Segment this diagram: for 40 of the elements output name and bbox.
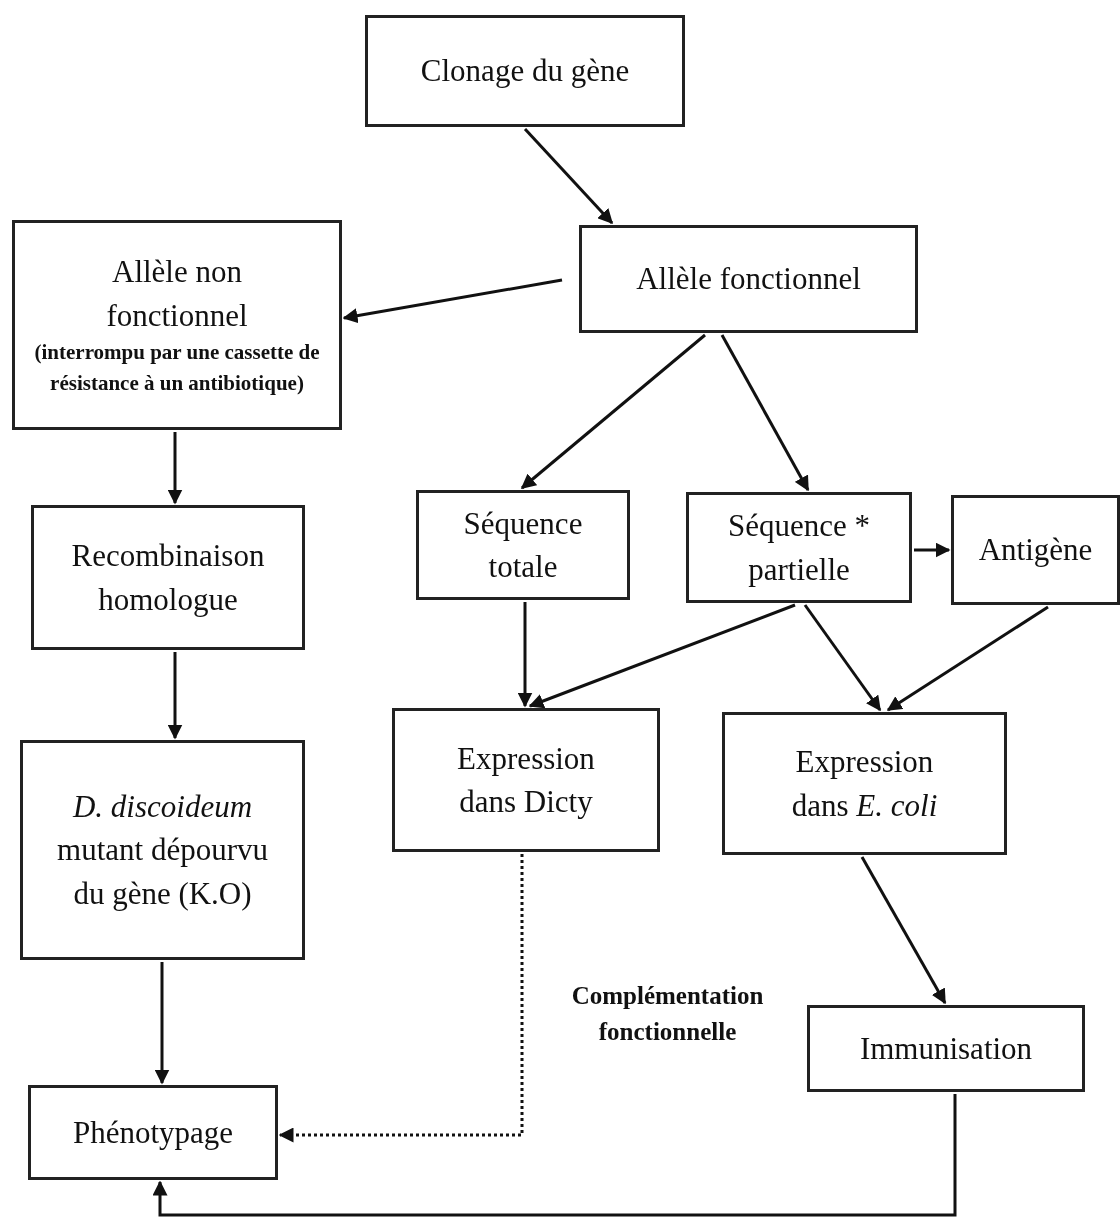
arrow	[167, 652, 183, 740]
box-label: Expression dans Dicty	[456, 739, 596, 821]
box-label: Clonage du gène	[420, 52, 630, 91]
box-label: Séquence * partielle	[727, 507, 871, 589]
arrow	[720, 334, 810, 492]
process-box	[579, 225, 918, 333]
process-box	[12, 220, 342, 430]
arrow	[154, 962, 170, 1085]
process-box	[365, 15, 685, 127]
arrow	[520, 333, 706, 490]
process-box	[686, 492, 912, 603]
process-box	[20, 740, 305, 960]
box-label: Antigène	[978, 531, 1093, 570]
process-box	[951, 495, 1120, 605]
arrow	[886, 605, 1049, 712]
box-label: Expression dans E. coli	[790, 743, 939, 825]
arrow	[914, 542, 951, 558]
box-label: D. discoideum mutant dépourvu du gène (K.O)	[56, 787, 269, 913]
process-box	[28, 1085, 278, 1180]
box-label: Allèle non fonctionnel	[105, 253, 249, 335]
arrow	[342, 278, 563, 324]
arrow	[803, 604, 882, 712]
arrow	[517, 602, 533, 708]
box-note: (interrompu par une cassette de résistance à un antibiotique)	[33, 338, 321, 398]
box-label: Phénotypage	[72, 1113, 234, 1152]
box-label: Allèle fonctionnel	[636, 260, 861, 299]
process-box	[392, 708, 660, 852]
arrow	[523, 128, 614, 225]
arrow	[152, 1094, 957, 1217]
dotted-arrow	[278, 854, 524, 1143]
box-label: Recombinaison homologue	[70, 537, 266, 619]
box-label: Immunisation	[859, 1029, 1033, 1068]
process-box	[416, 490, 630, 600]
arrow	[860, 856, 947, 1005]
arrow	[167, 432, 183, 505]
process-box	[31, 505, 305, 650]
process-box	[807, 1005, 1085, 1092]
arrow	[528, 603, 796, 709]
process-box	[722, 712, 1007, 855]
box-label: Séquence totale	[462, 504, 584, 586]
